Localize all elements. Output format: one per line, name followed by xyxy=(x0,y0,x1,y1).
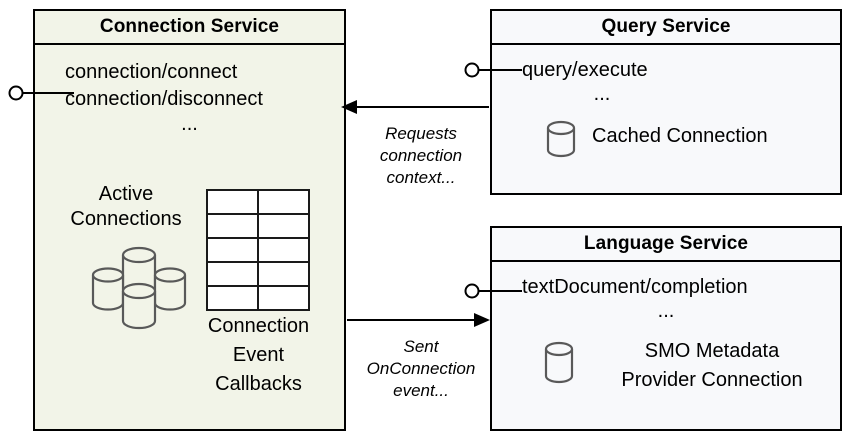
language-service-body: textDocument/completion ... SMO Metadata… xyxy=(492,262,840,429)
api-textdocument-completion: textDocument/completion xyxy=(522,276,748,298)
cylinder-right xyxy=(153,267,187,311)
table-cell xyxy=(257,189,310,215)
query-service-body: query/execute ... Cached Connection xyxy=(492,45,840,193)
query-service-title: Query Service xyxy=(492,11,840,45)
edge-query-to-connection xyxy=(341,100,489,114)
table-row xyxy=(206,213,310,239)
component-query-service[interactable]: Query Service query/execute ... Cached C… xyxy=(490,9,842,195)
edge-label-line3: event... xyxy=(393,381,449,401)
connection-service-body: connection/connect connection/disconnect… xyxy=(35,45,344,429)
active-connections-label-line2: Connections xyxy=(70,208,182,230)
language-service-api-ellipsis: ... xyxy=(657,300,675,322)
edge-label-sent-onconnection-event: Sent OnConnection event... xyxy=(353,336,489,402)
api-query-execute: query/execute xyxy=(522,59,648,81)
table-cell xyxy=(257,285,310,311)
table-row xyxy=(206,237,310,263)
smo-metadata-cylinder-icon xyxy=(540,338,582,388)
api-connection-disconnect: connection/disconnect xyxy=(65,88,263,110)
language-service-title: Language Service xyxy=(492,228,840,262)
callbacks-label-line2: Event xyxy=(232,344,285,366)
table-row xyxy=(206,261,310,287)
table-cell xyxy=(206,261,259,287)
component-connection-service[interactable]: Connection Service connection/connect co… xyxy=(33,9,346,431)
callbacks-label-line1: Connection xyxy=(207,315,310,337)
edge-label-requests-connection-context: Requests connection context... xyxy=(357,123,485,189)
cylinder-front xyxy=(121,282,157,330)
table-cell xyxy=(257,261,310,287)
connection-service-api-ellipsis: ... xyxy=(181,113,198,135)
table-row xyxy=(206,189,310,215)
cached-connection-cylinder-icon xyxy=(542,117,584,161)
callbacks-label-line3: Callbacks xyxy=(215,373,302,395)
connection-event-callbacks-table[interactable] xyxy=(206,189,310,311)
smo-metadata-label-line1: SMO Metadata xyxy=(644,340,780,362)
table-cell xyxy=(257,237,310,263)
api-connection-connect: connection/connect xyxy=(65,61,238,83)
table-cell xyxy=(206,285,259,311)
active-connections-label-line1: Active xyxy=(98,183,154,205)
table-cell xyxy=(206,189,259,215)
cached-connection-label: Cached Connection xyxy=(592,125,768,147)
edge-label-line3: context... xyxy=(386,168,456,188)
active-connections-cylinder-cluster xyxy=(83,241,203,331)
edge-connection-to-language xyxy=(347,313,490,327)
edge-label-line2: connection xyxy=(379,146,463,166)
edge-label-line1: Requests xyxy=(385,124,457,143)
table-cell xyxy=(206,237,259,263)
query-service-api-ellipsis: ... xyxy=(593,83,611,105)
component-language-service[interactable]: Language Service textDocument/completion… xyxy=(490,226,842,431)
edge-label-line2: OnConnection xyxy=(366,359,476,379)
table-cell xyxy=(206,213,259,239)
smo-metadata-label-line2: Provider Connection xyxy=(621,369,803,391)
connection-service-title: Connection Service xyxy=(35,11,344,45)
table-cell xyxy=(257,213,310,239)
cylinder-left xyxy=(91,267,125,311)
edge-label-line1: Sent xyxy=(403,337,439,356)
table-row xyxy=(206,285,310,311)
